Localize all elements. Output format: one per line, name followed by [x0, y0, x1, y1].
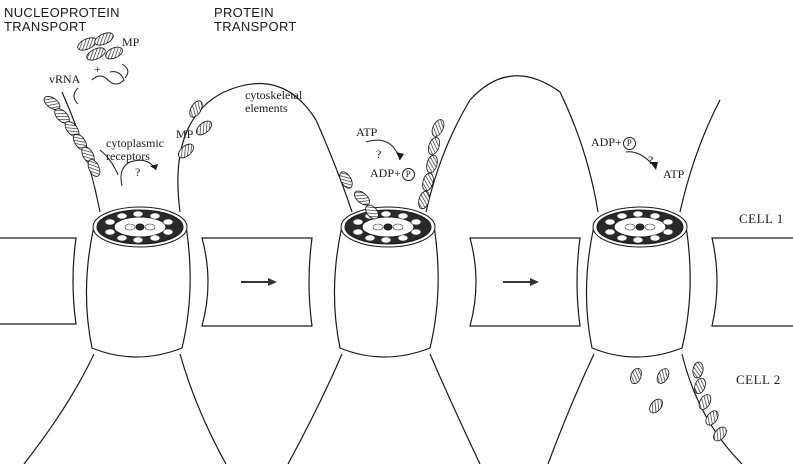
- adp-p-label-right: ADP+P: [591, 136, 636, 150]
- atp-cycle-mid: [366, 140, 404, 160]
- mp-label-right: MP: [176, 128, 193, 141]
- plus-sign: +: [94, 63, 101, 76]
- pore-top-1: [93, 207, 187, 247]
- cell-2-label: CELL 2: [736, 373, 781, 386]
- nucleoprotein-transport-header: NUCLEOPROTEIN TRANSPORT: [4, 6, 120, 34]
- cell-wall-left: [0, 238, 76, 324]
- mp-label-top: MP: [122, 36, 139, 49]
- atp-label-mid: ATP: [356, 126, 377, 139]
- pore-top-2: [341, 207, 435, 247]
- cytoplasmic-receptors-label: cytoplasmic receptors: [106, 137, 164, 163]
- vrna-label: vRNA: [49, 73, 80, 86]
- protein-transport-header: PROTEIN TRANSPORT: [214, 6, 297, 34]
- pore-top-3: [593, 207, 687, 247]
- adp-p-label-mid: ADP+P: [370, 167, 415, 181]
- phosphate-icon: P: [402, 168, 415, 181]
- cell-wall-right: [712, 238, 793, 326]
- phosphate-icon: P: [623, 137, 636, 150]
- cytoskeletal-elements-label: cytoskeletal elements: [245, 89, 302, 115]
- atp-label-right: ATP: [663, 168, 684, 181]
- question-mark-mid: ?: [376, 148, 381, 161]
- panel3-molecules: [629, 361, 729, 443]
- question-mark-left: ?: [135, 166, 140, 179]
- question-mark-right: ?: [648, 154, 653, 167]
- cell-1-label: CELL 1: [739, 212, 784, 225]
